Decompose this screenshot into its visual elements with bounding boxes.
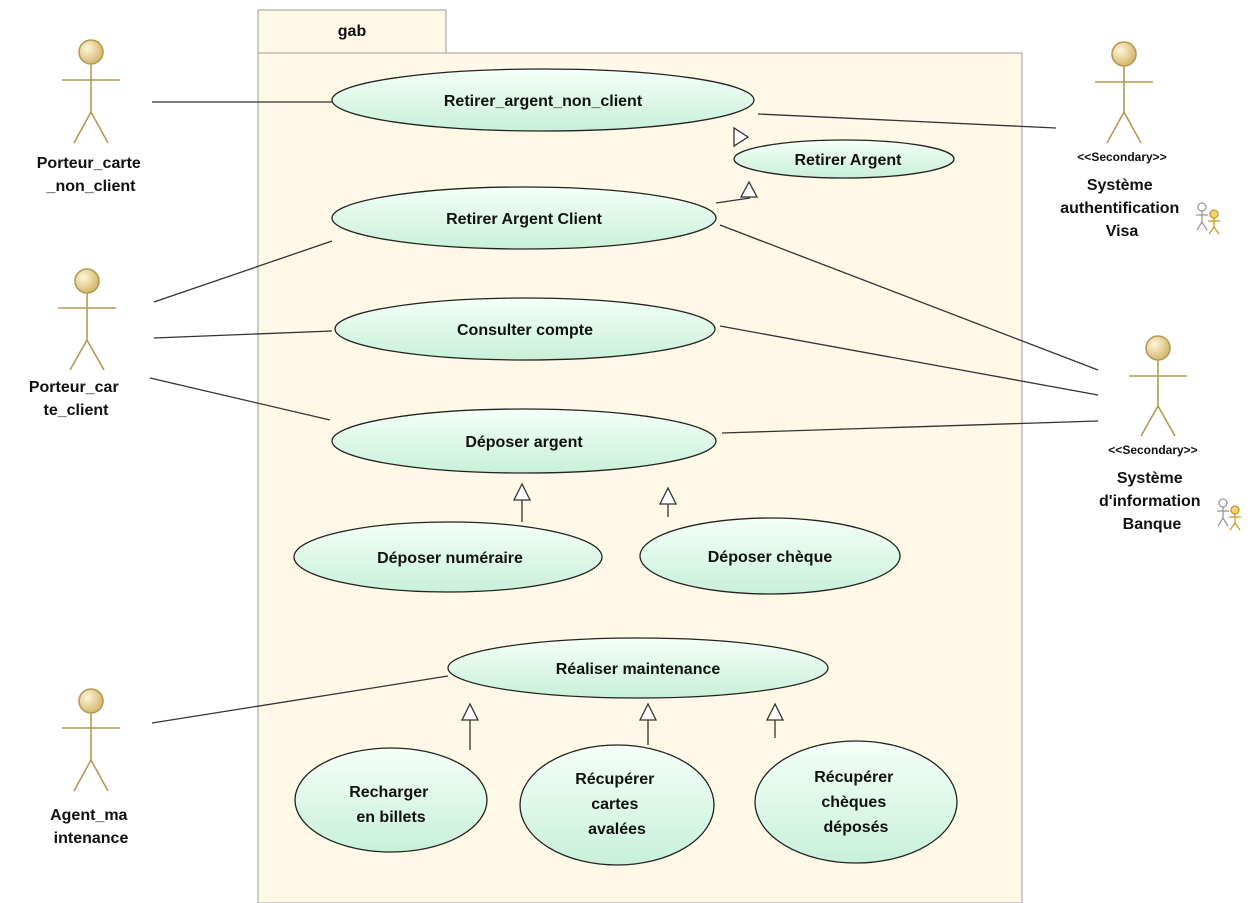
actor-figure-icon bbox=[1095, 41, 1153, 144]
associations bbox=[149, 101, 1099, 724]
secondary-actor-icon bbox=[1217, 498, 1241, 531]
usecase-retirer-argent[interactable]: Retirer Argent bbox=[733, 139, 955, 179]
actor-figure-icon bbox=[1129, 335, 1187, 437]
usecase-label: Retirer_argent_non_client bbox=[444, 93, 643, 110]
assoc-client-consulter bbox=[153, 330, 333, 339]
use-cases: Retirer_argent_non_client Retirer Argent… bbox=[293, 68, 958, 866]
assoc-agent-maintenance bbox=[151, 675, 449, 724]
actor-systeme-information-banque[interactable]: <<Secondary>> Système d'information Banq… bbox=[1099, 335, 1241, 533]
actor-stereotype: <<Secondary>> bbox=[1108, 443, 1197, 457]
actor-label: Porteur_car te_client bbox=[29, 379, 123, 419]
package-name: gab bbox=[338, 23, 367, 40]
package-tab bbox=[257, 9, 447, 54]
usecase-retirer-argent-non-client[interactable]: Retirer_argent_non_client bbox=[331, 68, 755, 132]
actor-figure-icon bbox=[62, 688, 120, 792]
usecase-label: Retirer Argent Client bbox=[446, 211, 603, 228]
gen-line-retirer-client bbox=[715, 197, 751, 204]
assoc-banque-deposer bbox=[721, 420, 1099, 434]
generalizations bbox=[460, 126, 785, 750]
actor-label: Système d'information Banque bbox=[1099, 470, 1205, 533]
actors: Porteur_carte _non_client Porteur_car te… bbox=[29, 39, 1241, 847]
actor-figure-icon bbox=[58, 268, 116, 371]
actor-stereotype: <<Secondary>> bbox=[1077, 150, 1166, 164]
actor-systeme-authentification-visa[interactable]: <<Secondary>> Système authentification V… bbox=[1060, 41, 1220, 240]
usecase-recharger-billets[interactable]: Recharger en billets bbox=[294, 747, 488, 853]
assoc-client-deposer bbox=[149, 377, 331, 421]
usecase-consulter-compte[interactable]: Consulter compte bbox=[334, 297, 716, 361]
gen-arrow-deposer-numeraire bbox=[512, 482, 532, 501]
actor-label: Porteur_carte _non_client bbox=[37, 155, 146, 195]
usecase-label: Récupérer cartes avalées bbox=[575, 771, 659, 838]
actor-label: Agent_ma intenance bbox=[50, 807, 132, 847]
usecase-label: Consulter compte bbox=[457, 322, 593, 339]
actor-porteur-carte-non-client[interactable]: Porteur_carte _non_client bbox=[37, 39, 146, 195]
usecase-retirer-argent-client[interactable]: Retirer Argent Client bbox=[331, 186, 717, 250]
gen-arrow-recuperer-cartes bbox=[638, 702, 658, 721]
usecase-label: Recharger en billets bbox=[349, 784, 433, 826]
usecase-label: Déposer numéraire bbox=[377, 550, 523, 567]
assoc-banque-retirer-client bbox=[719, 224, 1099, 371]
usecase-deposer-numeraire[interactable]: Déposer numéraire bbox=[293, 521, 603, 593]
secondary-actor-icon bbox=[1196, 202, 1220, 235]
usecase-realiser-maintenance[interactable]: Réaliser maintenance bbox=[447, 637, 829, 699]
gen-arrow-recuperer-cheques bbox=[765, 702, 785, 721]
actor-figure-icon bbox=[62, 39, 120, 144]
usecase-label: Déposer argent bbox=[465, 434, 583, 451]
gen-arrow-retirer-non-client bbox=[733, 126, 750, 148]
usecase-recuperer-cheques[interactable]: Récupérer chèques déposés bbox=[754, 740, 958, 864]
actor-label: Système authentification Visa bbox=[1060, 177, 1184, 240]
usecase-label: Réaliser maintenance bbox=[556, 661, 721, 678]
gen-arrow-deposer-cheque bbox=[658, 486, 678, 505]
assoc-client-retirer-client bbox=[153, 240, 333, 303]
usecase-recuperer-cartes[interactable]: Récupérer cartes avalées bbox=[519, 744, 715, 866]
actor-porteur-carte-client[interactable]: Porteur_car te_client bbox=[29, 268, 123, 419]
assoc-banque-consulter bbox=[719, 325, 1099, 396]
assoc-visa-retirer-non-client bbox=[757, 113, 1057, 129]
usecase-deposer-argent[interactable]: Déposer argent bbox=[331, 408, 717, 474]
gen-arrow-retirer-client bbox=[739, 180, 759, 198]
usecase-label: Déposer chèque bbox=[708, 549, 833, 566]
usecase-deposer-cheque[interactable]: Déposer chèque bbox=[639, 517, 901, 595]
actor-agent-maintenance[interactable]: Agent_ma intenance bbox=[50, 688, 132, 847]
usecase-label: Récupérer chèques déposés bbox=[814, 769, 898, 836]
gen-arrow-recharger bbox=[460, 702, 480, 721]
usecase-label: Retirer Argent bbox=[795, 152, 903, 169]
